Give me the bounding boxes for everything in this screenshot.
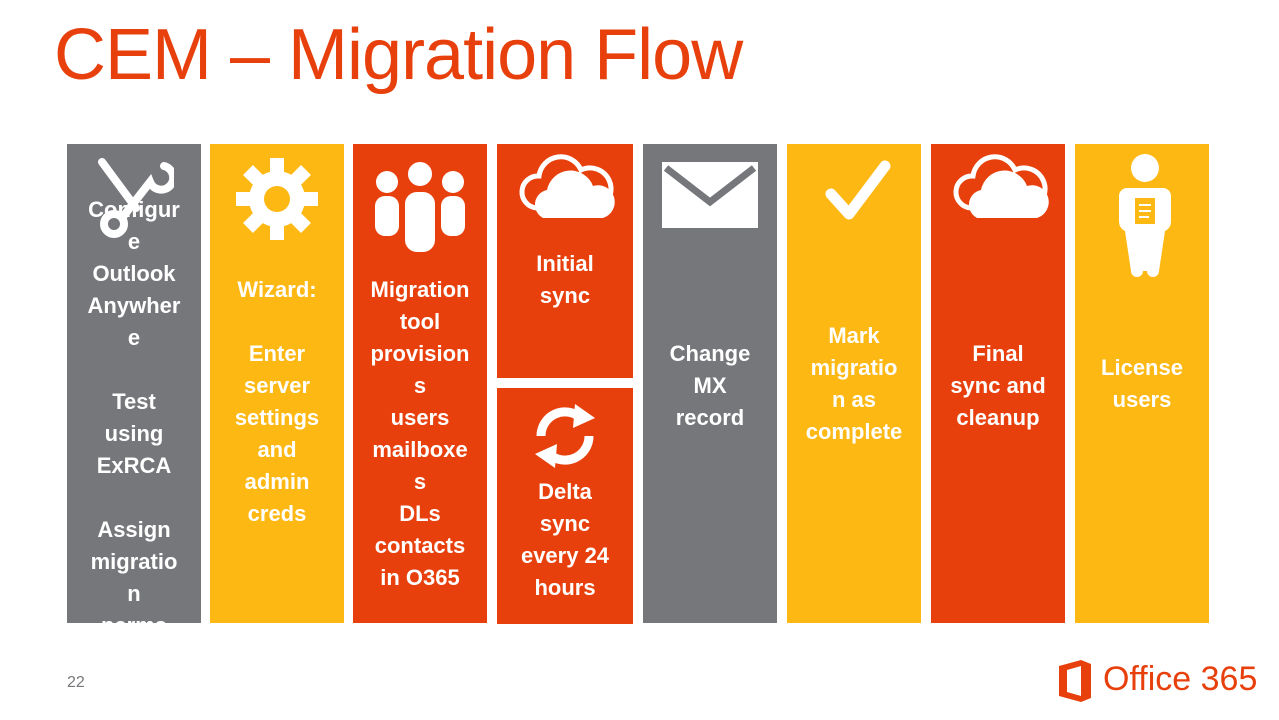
step-license-users-tile: License users <box>1075 144 1209 623</box>
checkmark-icon <box>825 160 891 220</box>
step-change-mx-tile: Change MX record <box>643 144 777 623</box>
step-license-users-text: License users <box>1101 355 1183 412</box>
slide-title: CEM – Migration Flow <box>54 15 743 95</box>
step-migration-tool-text: Migration tool provision s users mailbox… <box>370 277 470 590</box>
cloud-icon <box>953 154 1049 218</box>
tools-icon <box>98 158 174 238</box>
gear-icon <box>236 158 318 240</box>
step-migration-tool-tile: Migration tool provision s users mailbox… <box>353 144 487 623</box>
mail-icon <box>662 162 758 228</box>
step-wizard-tile: Wizard: Enter server settings and admin … <box>210 144 344 623</box>
step-mark-complete-tile: Mark migratio n as complete <box>787 144 921 623</box>
user-document-icon <box>1119 154 1171 277</box>
step-configure-text: Configur e Outlook Anywher e Test using … <box>87 197 181 623</box>
step-mark-complete-text: Mark migratio n as complete <box>805 323 903 444</box>
step-delta-sync-text: Delta sync every 24 hours <box>520 479 610 600</box>
step-change-mx-text: Change MX record <box>669 341 751 430</box>
users-icon <box>375 158 465 256</box>
refresh-icon <box>535 404 595 468</box>
step-initial-sync-text: Initial sync <box>536 251 594 308</box>
step-wizard-text: Wizard: Enter server settings and admin … <box>234 277 320 526</box>
office-logo-icon <box>1059 660 1091 702</box>
logo-text: Office 365 <box>1103 660 1258 698</box>
step-final-sync-tile: Final sync and cleanup <box>931 144 1065 623</box>
step-delta-sync-tile: Delta sync every 24 hours <box>497 388 633 624</box>
step-configure-tile: Configur e Outlook Anywher e Test using … <box>67 144 201 623</box>
step-initial-sync-tile: Initial sync <box>497 144 633 378</box>
page-number: 22 <box>67 674 85 691</box>
office-365-logo: Office 365 <box>1055 658 1258 704</box>
step-final-sync-text: Final sync and cleanup <box>950 341 1046 430</box>
cloud-icon <box>519 154 615 218</box>
